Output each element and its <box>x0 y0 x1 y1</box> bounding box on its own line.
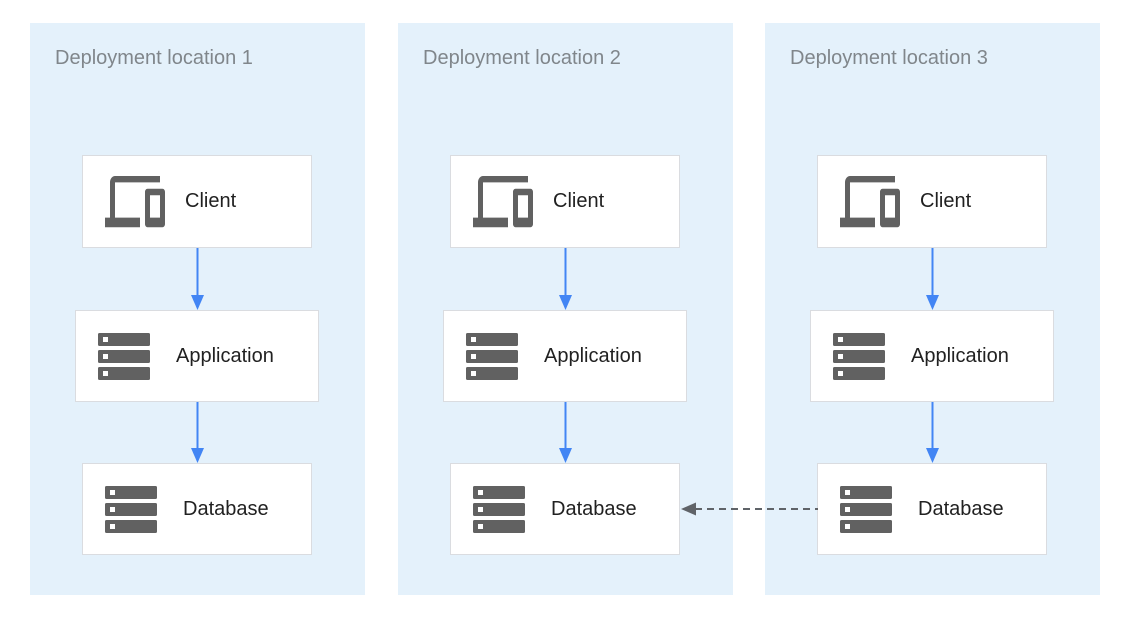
panel-title: Deployment location 1 <box>55 47 253 69</box>
node-label: Client <box>553 190 605 212</box>
node-database: Database <box>817 463 1047 555</box>
server-stack-icon <box>833 332 885 380</box>
panel-title: Deployment location 3 <box>790 47 988 69</box>
arrow-application-to-database <box>191 402 204 463</box>
node-label: Application <box>544 344 642 367</box>
arrow-client-to-application <box>926 248 939 310</box>
arrow-client-to-application <box>559 248 572 310</box>
node-application: Application <box>810 310 1054 402</box>
panel-title: Deployment location 2 <box>423 47 621 69</box>
server-stack-icon <box>466 332 518 380</box>
node-application: Application <box>75 310 319 402</box>
arrow-client-to-application <box>191 248 204 310</box>
node-database: Database <box>82 463 312 555</box>
node-label: Database <box>183 497 269 520</box>
arrow-application-to-database <box>926 402 939 463</box>
deployment-location-2-panel: Deployment location 2 Client Application… <box>398 23 733 595</box>
devices-icon <box>105 175 165 228</box>
node-label: Database <box>551 497 637 520</box>
node-client: Client <box>450 155 680 248</box>
server-stack-icon <box>840 485 892 533</box>
deployment-location-3-panel: Deployment location 3 Client Application… <box>765 23 1100 595</box>
devices-icon <box>473 175 533 228</box>
node-label: Application <box>911 344 1009 367</box>
node-label: Application <box>176 344 274 367</box>
server-stack-icon <box>473 485 525 533</box>
server-stack-icon <box>105 485 157 533</box>
devices-icon <box>840 175 900 228</box>
node-client: Client <box>82 155 312 248</box>
deployment-location-1-panel: Deployment location 1 Client Application… <box>30 23 365 595</box>
arrow-application-to-database <box>559 402 572 463</box>
node-label: Database <box>918 497 1004 520</box>
node-label: Client <box>920 190 972 212</box>
dashed-arrow-database3-to-database2 <box>681 502 818 516</box>
node-client: Client <box>817 155 1047 248</box>
node-database: Database <box>450 463 680 555</box>
node-label: Client <box>185 190 237 212</box>
node-application: Application <box>443 310 687 402</box>
server-stack-icon <box>98 332 150 380</box>
